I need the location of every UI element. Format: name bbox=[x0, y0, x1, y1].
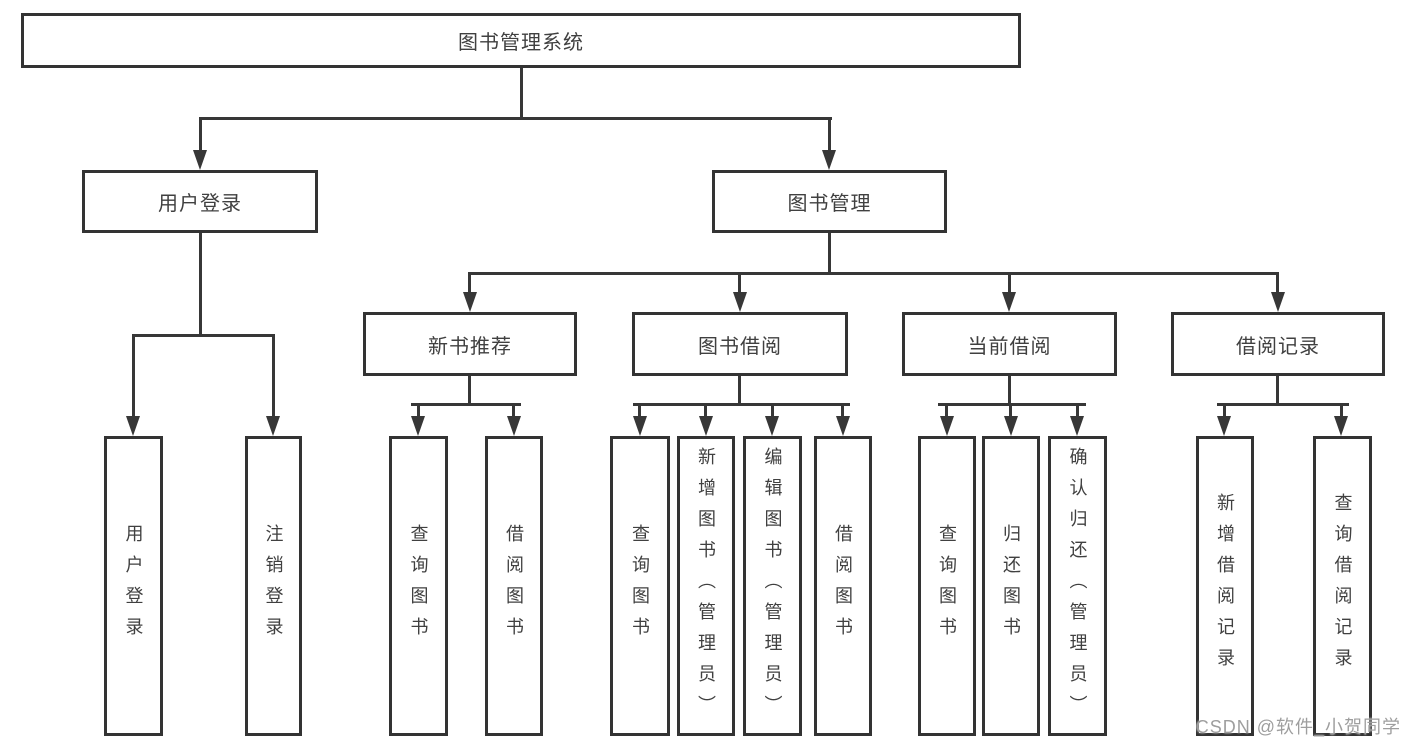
arrow-down-icon bbox=[822, 150, 836, 170]
leaf-query-book-borrow-label: 查询图书 bbox=[630, 524, 650, 648]
leaf-query-borrow-record: 查询借阅记录 bbox=[1313, 436, 1372, 736]
csdn-watermark: CSDN @软件_小贺同学 bbox=[1195, 717, 1401, 737]
leaf-add-book-admin: 新增图书（管理员） bbox=[677, 436, 735, 736]
connector-line bbox=[1217, 403, 1349, 406]
connector-line bbox=[199, 117, 202, 152]
connector-line bbox=[633, 403, 850, 406]
connector-line bbox=[938, 403, 1086, 406]
connector-line bbox=[468, 376, 471, 405]
leaf-query-book-recommend-label: 查询图书 bbox=[408, 524, 429, 648]
arrow-down-icon bbox=[699, 416, 713, 436]
connector-line bbox=[411, 403, 521, 406]
connector-line bbox=[638, 403, 641, 418]
leaf-edit-book-admin-label: 编辑图书（管理员） bbox=[762, 446, 783, 726]
connector-line bbox=[132, 334, 135, 418]
arrow-down-icon bbox=[633, 416, 647, 436]
connector-line bbox=[1008, 376, 1011, 405]
arrow-down-icon bbox=[1002, 292, 1016, 312]
leaf-return-book: 归还图书 bbox=[982, 436, 1040, 736]
arrow-down-icon bbox=[507, 416, 521, 436]
arrow-down-icon bbox=[733, 292, 747, 312]
leaf-query-book-borrow: 查询图书 bbox=[610, 436, 670, 736]
arrow-down-icon bbox=[1217, 416, 1231, 436]
leaf-query-book-current-label: 查询图书 bbox=[937, 524, 957, 648]
connector-line bbox=[771, 403, 774, 418]
node-book-management: 图书管理 bbox=[712, 170, 947, 233]
leaf-borrow-book-label: 借阅图书 bbox=[833, 524, 853, 648]
leaf-edit-book-admin: 编辑图书（管理员） bbox=[743, 436, 802, 736]
leaf-query-borrow-record-label: 查询借阅记录 bbox=[1332, 493, 1353, 679]
node-library-management-system-label: 图书管理系统 bbox=[458, 32, 584, 54]
arrow-down-icon bbox=[463, 292, 477, 312]
node-current-borrow-label: 当前借阅 bbox=[967, 335, 1052, 358]
leaf-logout-label: 注销登录 bbox=[263, 524, 284, 648]
node-user-login-label: 用户登录 bbox=[158, 193, 242, 215]
arrow-down-icon bbox=[266, 416, 280, 436]
leaf-confirm-return-admin: 确认归还（管理员） bbox=[1048, 436, 1107, 736]
leaf-query-book-recommend: 查询图书 bbox=[389, 436, 448, 736]
arrow-down-icon bbox=[1271, 292, 1285, 312]
connector-line bbox=[828, 233, 831, 275]
connector-line bbox=[738, 272, 741, 295]
leaf-borrow-book-recommend: 借阅图书 bbox=[485, 436, 543, 736]
connector-line bbox=[945, 403, 948, 418]
arrow-down-icon bbox=[126, 416, 140, 436]
leaf-return-book-label: 归还图书 bbox=[1001, 524, 1021, 648]
leaf-query-book-current: 查询图书 bbox=[918, 436, 976, 736]
node-current-borrow: 当前借阅 bbox=[902, 312, 1117, 376]
connector-line bbox=[468, 272, 1279, 275]
connector-line bbox=[738, 376, 741, 405]
connector-line bbox=[1276, 272, 1279, 295]
arrow-down-icon bbox=[1070, 416, 1084, 436]
leaf-add-book-admin-label: 新增图书（管理员） bbox=[696, 446, 716, 726]
connector-line bbox=[828, 117, 831, 152]
node-book-borrow-label: 图书借阅 bbox=[698, 335, 782, 358]
connector-line bbox=[199, 233, 202, 337]
connector-line bbox=[1276, 376, 1279, 405]
connector-line bbox=[841, 403, 844, 418]
arrow-down-icon bbox=[1334, 416, 1348, 436]
connector-line bbox=[512, 403, 515, 418]
leaf-add-borrow-record: 新增借阅记录 bbox=[1196, 436, 1254, 736]
arrow-down-icon bbox=[193, 150, 207, 170]
connector-line bbox=[272, 334, 275, 418]
connector-line bbox=[1223, 403, 1226, 418]
leaf-user-login-label: 用户登录 bbox=[123, 524, 144, 648]
connector-line bbox=[1008, 272, 1011, 295]
node-new-book-recommend-label: 新书推荐 bbox=[428, 335, 512, 358]
node-library-management-system: 图书管理系统 bbox=[21, 13, 1021, 68]
leaf-user-login: 用户登录 bbox=[104, 436, 163, 736]
connector-line bbox=[1340, 403, 1343, 418]
arrow-down-icon bbox=[765, 416, 779, 436]
arrow-down-icon bbox=[411, 416, 425, 436]
leaf-add-borrow-record-label: 新增借阅记录 bbox=[1215, 493, 1235, 679]
node-user-login: 用户登录 bbox=[82, 170, 318, 233]
node-borrow-records: 借阅记录 bbox=[1171, 312, 1385, 376]
connector-line bbox=[132, 334, 275, 337]
arrow-down-icon bbox=[940, 416, 954, 436]
arrow-down-icon bbox=[1004, 416, 1018, 436]
node-book-borrow: 图书借阅 bbox=[632, 312, 848, 376]
leaf-borrow-book: 借阅图书 bbox=[814, 436, 872, 736]
connector-line bbox=[704, 403, 707, 418]
connector-line bbox=[1076, 403, 1079, 418]
connector-line bbox=[417, 403, 420, 418]
leaf-borrow-book-recommend-label: 借阅图书 bbox=[504, 524, 524, 648]
leaf-confirm-return-admin-label: 确认归还（管理员） bbox=[1067, 446, 1088, 726]
connector-line bbox=[1009, 403, 1012, 418]
connector-line bbox=[520, 68, 523, 118]
node-book-management-label: 图书管理 bbox=[787, 193, 872, 215]
connector-line bbox=[468, 272, 471, 295]
node-new-book-recommend: 新书推荐 bbox=[363, 312, 577, 376]
arrow-down-icon bbox=[836, 416, 850, 436]
node-borrow-records-label: 借阅记录 bbox=[1236, 335, 1320, 358]
connector-line bbox=[199, 117, 832, 120]
leaf-logout: 注销登录 bbox=[245, 436, 302, 736]
